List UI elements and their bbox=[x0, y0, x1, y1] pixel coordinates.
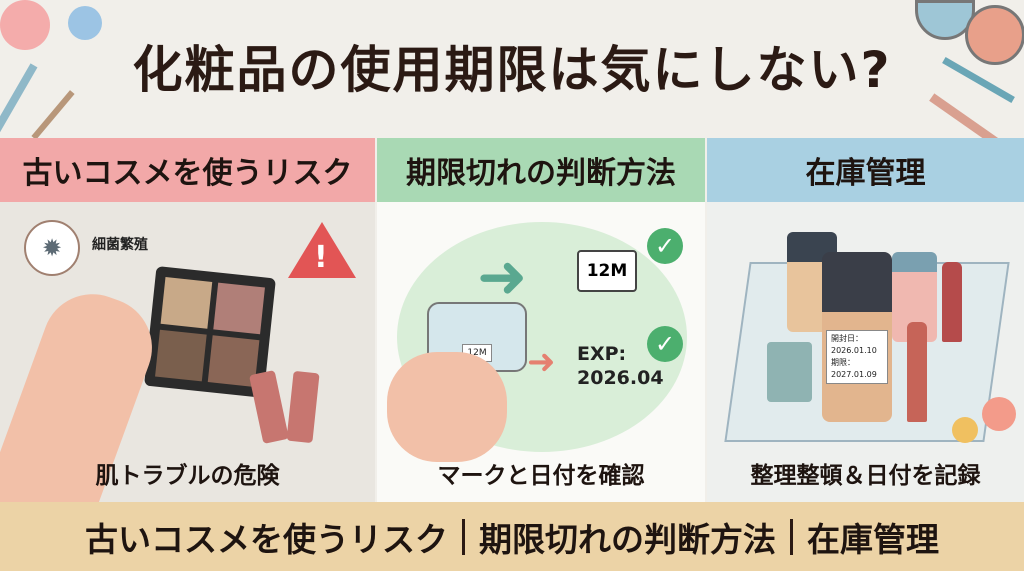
arrow-icon: ➜ bbox=[477, 242, 528, 312]
exp-label: EXP:2026.04 bbox=[577, 342, 664, 390]
warning-icon bbox=[288, 222, 356, 278]
mascara-icon bbox=[249, 370, 289, 444]
flower-icon bbox=[68, 6, 102, 40]
bottom-item-stock: 在庫管理 bbox=[807, 519, 939, 559]
exp-prefix: EXP: bbox=[577, 343, 627, 365]
caption-judge: マークと日付を確認 bbox=[437, 463, 645, 489]
flower-icon bbox=[0, 0, 50, 50]
flower-icon bbox=[982, 397, 1016, 431]
date-label: 開封日：2026.01.10 期限：2027.01.09 bbox=[826, 330, 888, 384]
header-label: 在庫管理 bbox=[805, 156, 926, 191]
check-icon: ✓ bbox=[647, 326, 683, 362]
bacteria-label: 細菌繁殖 bbox=[92, 237, 148, 253]
panel-risk: ✹ 細菌繁殖 ! 肌トラブルの危険 bbox=[0, 202, 375, 502]
caption-stock: 整理整頓＆日付を記録 bbox=[750, 463, 981, 489]
compact-icon bbox=[965, 5, 1024, 65]
open-date: 開封日：2026.01.10 bbox=[831, 334, 877, 355]
warning-mark: ! bbox=[314, 240, 328, 275]
lipstick-icon bbox=[942, 262, 962, 342]
divider bbox=[462, 518, 465, 555]
header-label: 古いコスメを使うリスク bbox=[22, 156, 353, 191]
flower-icon bbox=[952, 417, 978, 443]
panel-judge: ➜ 12M ✓ 12M ➜ EXP:2026.04 ✓ マークと日付を確認 bbox=[377, 202, 705, 502]
arrow-icon: ➜ bbox=[527, 342, 556, 382]
bottom-item-risk: 古いコスメを使うリスク bbox=[85, 519, 448, 559]
bottom-item-judge: 期限切れの判断方法 bbox=[479, 519, 776, 559]
bottom-banner: 古いコスメを使うリスク 期限切れの判断方法 在庫管理 bbox=[0, 502, 1024, 571]
bacteria-icon: ✹ bbox=[24, 220, 80, 276]
caption-risk: 肌トラブルの危険 bbox=[95, 463, 280, 489]
header-risk: 古いコスメを使うリスク bbox=[0, 138, 375, 202]
header-judge: 期限切れの判断方法 bbox=[377, 138, 705, 202]
pao-jar-icon: 12M bbox=[577, 250, 637, 292]
header-label: 期限切れの判断方法 bbox=[406, 156, 676, 191]
panel-stock: 開封日：2026.01.10 期限：2027.01.09 整理整頓＆日付を記録 bbox=[707, 202, 1024, 502]
check-icon: ✓ bbox=[647, 228, 683, 264]
limit-date: 期限：2027.01.09 bbox=[831, 358, 877, 379]
hand-icon bbox=[387, 352, 507, 462]
mascara-icon bbox=[286, 370, 320, 444]
pao-label: 12M bbox=[586, 261, 628, 281]
header-stock: 在庫管理 bbox=[707, 138, 1024, 202]
exp-date: 2026.04 bbox=[577, 367, 664, 389]
jar-icon bbox=[767, 342, 812, 402]
divider bbox=[790, 518, 793, 555]
lipstick-icon bbox=[907, 322, 927, 422]
page-title: 化粧品の使用期限は気にしない? bbox=[132, 41, 892, 99]
